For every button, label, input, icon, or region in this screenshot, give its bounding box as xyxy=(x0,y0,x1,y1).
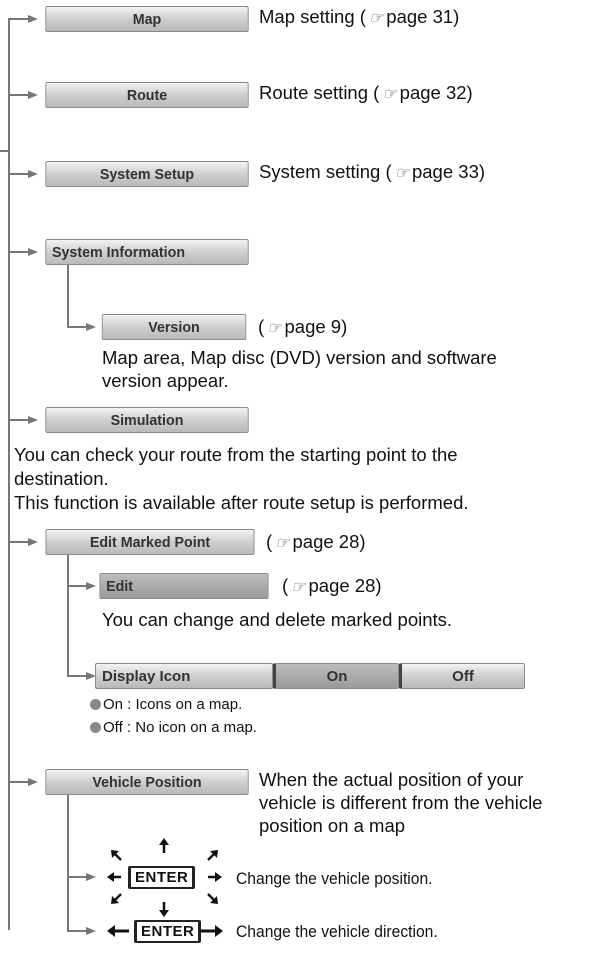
vehicle-position-description-line2: vehicle is different from the vehicle xyxy=(259,792,543,813)
version-description-line1: Map area, Map disc (DVD) version and sof… xyxy=(102,347,497,368)
arrow-version xyxy=(86,323,96,331)
display-icon-off-button[interactable]: Off xyxy=(399,663,525,689)
arrow-system-info xyxy=(28,248,38,256)
simulation-button[interactable]: Simulation xyxy=(45,407,249,433)
simulation-description-line2: destination. xyxy=(14,468,109,489)
branch-version-vertical xyxy=(67,265,69,328)
enter-key-direction[interactable]: ENTER xyxy=(134,920,202,943)
map-description: Map setting (☞page 31) xyxy=(259,5,459,30)
branch-simulation xyxy=(8,419,30,421)
change-direction-text: Change the vehicle direction. xyxy=(236,922,438,941)
edit-marked-point-button[interactable]: Edit Marked Point xyxy=(45,529,255,555)
branch-system-info xyxy=(8,251,30,253)
branch-route xyxy=(8,94,30,96)
enter-key-position[interactable]: ENTER xyxy=(128,866,196,889)
vehicle-position-description-line3: position on a map xyxy=(259,815,406,836)
pointing-hand-icon: ☞ xyxy=(275,535,290,552)
display-icon-note-on: On : Icons on a map. xyxy=(90,695,242,714)
eight-direction-arrows-icon xyxy=(107,838,222,918)
arrow-edit-marked-point xyxy=(28,538,38,546)
branch-edit xyxy=(67,585,87,587)
branch-display-icon xyxy=(67,675,87,677)
arrow-display-icon xyxy=(86,672,96,680)
version-reference: (☞page 9) xyxy=(258,315,347,340)
display-icon-on-button[interactable]: On xyxy=(273,663,399,689)
vehicle-position-button[interactable]: Vehicle Position xyxy=(45,769,249,795)
right-arrow-icon xyxy=(201,924,223,943)
route-button[interactable]: Route xyxy=(45,82,249,108)
system-setup-description: System setting (☞page 33) xyxy=(259,160,485,185)
branch-vehicle-position xyxy=(8,781,30,783)
change-position-text: Change the vehicle position. xyxy=(236,869,433,888)
branch-system-setup xyxy=(8,173,30,175)
pointing-hand-icon: ☞ xyxy=(382,86,397,103)
circle-bullet-icon xyxy=(90,722,101,733)
system-information-button[interactable]: System Information xyxy=(45,239,249,265)
pointing-hand-icon: ☞ xyxy=(291,579,306,596)
simulation-description-line1: You can check your route from the starti… xyxy=(14,444,458,465)
branch-map xyxy=(8,18,30,20)
branch-enter-position xyxy=(67,876,87,878)
version-description-line2: version appear. xyxy=(102,370,229,391)
map-button[interactable]: Map xyxy=(45,6,249,32)
arrow-system-setup xyxy=(28,170,38,178)
edit-button[interactable]: Edit xyxy=(99,573,269,599)
arrow-map xyxy=(28,15,38,23)
arrow-route xyxy=(28,91,38,99)
arrow-edit xyxy=(86,582,96,590)
arrow-enter-position xyxy=(86,873,96,881)
arrow-enter-direction xyxy=(86,927,96,935)
tree-entry-stub xyxy=(0,150,9,152)
version-button[interactable]: Version xyxy=(101,314,247,340)
pointing-hand-icon: ☞ xyxy=(267,320,282,337)
vehicle-position-description-line1: When the actual position of your xyxy=(259,769,524,790)
branch-edit-vertical xyxy=(67,555,69,677)
arrow-simulation xyxy=(28,416,38,424)
pointing-hand-icon: ☞ xyxy=(394,165,409,182)
edit-marked-point-reference: (☞page 28) xyxy=(266,530,366,555)
branch-enter-vertical xyxy=(67,795,69,930)
edit-description: You can change and delete marked points. xyxy=(102,609,453,630)
pointing-hand-icon: ☞ xyxy=(368,10,384,27)
system-setup-button[interactable]: System Setup xyxy=(45,161,249,187)
arrow-vehicle-position xyxy=(28,778,38,786)
display-icon-label: Display Icon xyxy=(95,663,273,689)
left-arrow-icon xyxy=(107,924,129,943)
route-description: Route setting (☞page 32) xyxy=(259,81,473,106)
tree-main-vertical xyxy=(8,18,10,930)
branch-version xyxy=(67,326,87,328)
edit-reference: (☞page 28) xyxy=(282,574,382,599)
circle-bullet-icon xyxy=(90,699,101,710)
branch-enter-direction xyxy=(67,930,87,932)
display-icon-note-off: Off : No icon on a map. xyxy=(90,718,257,737)
branch-edit-marked-point xyxy=(8,541,30,543)
simulation-description-line3: This function is available after route s… xyxy=(14,492,469,513)
